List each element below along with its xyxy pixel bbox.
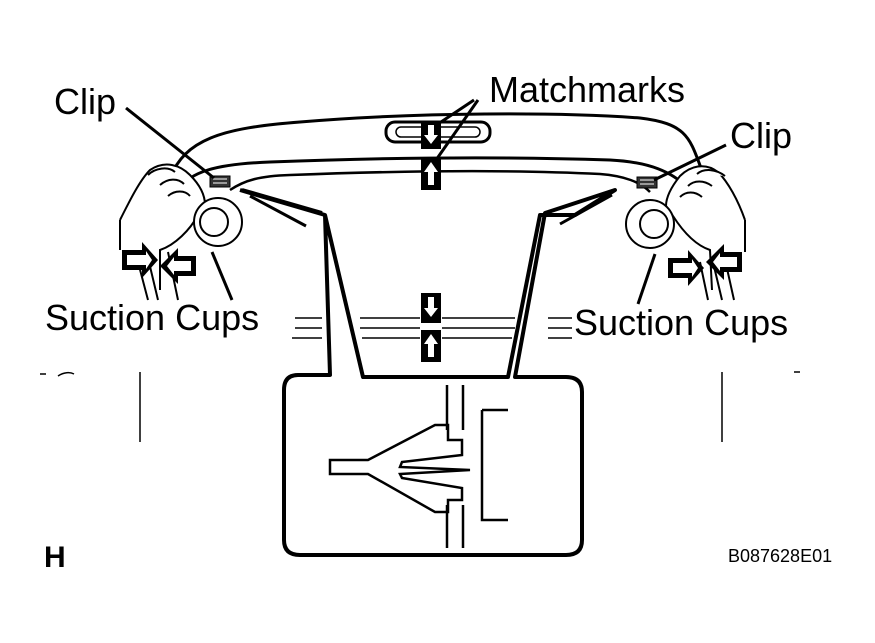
- reference-lines: [292, 317, 572, 339]
- matchmark-top-up-arrow-icon: [421, 158, 441, 190]
- matchmarks-label: Matchmarks: [489, 69, 685, 110]
- figure-code-label: B087628E01: [728, 546, 832, 566]
- corner-mark-label: H: [44, 541, 66, 574]
- roof-outline: [168, 112, 706, 179]
- right-push-right-arrow-icon: [668, 250, 704, 286]
- matchmark-mid-up-arrow-icon: [421, 330, 441, 362]
- bracket-left-arm-inner: [249, 194, 307, 228]
- left-push-left-arrow-icon: [160, 248, 196, 284]
- windshield-inner-edge: [229, 169, 651, 193]
- clip-right-icon: [636, 176, 658, 189]
- suction-cups-left-pointer: [210, 251, 234, 301]
- clip-left-pointer: [125, 106, 215, 180]
- suction-cups-left-label: Suction Cups: [45, 297, 259, 338]
- clip-left-icon: [209, 175, 231, 188]
- left-hand-suction-cup: [119, 163, 243, 301]
- bracket-right-arm-inner: [559, 193, 613, 226]
- pillar-lines: [40, 371, 800, 442]
- clip-left-label: Clip: [54, 81, 116, 122]
- clip-right-label: Clip: [730, 115, 792, 156]
- matchmark-mid-down-arrow-icon: [421, 293, 441, 323]
- matchmarks-pointer-b: [434, 99, 480, 161]
- suction-cups-right-pointer: [636, 253, 657, 305]
- right-push-left-arrow-icon: [706, 244, 742, 280]
- left-push-right-arrow-icon: [122, 242, 158, 278]
- mounting-bracket: [239, 188, 617, 557]
- suction-cups-right-label: Suction Cups: [574, 302, 788, 343]
- clip-right-pointer: [653, 143, 727, 182]
- bracket-left-arm: [241, 188, 323, 215]
- matchmark-top-down-arrow-icon: [421, 121, 441, 149]
- clip-detail-view: [328, 385, 508, 548]
- windshield-outer-edge: [176, 156, 690, 191]
